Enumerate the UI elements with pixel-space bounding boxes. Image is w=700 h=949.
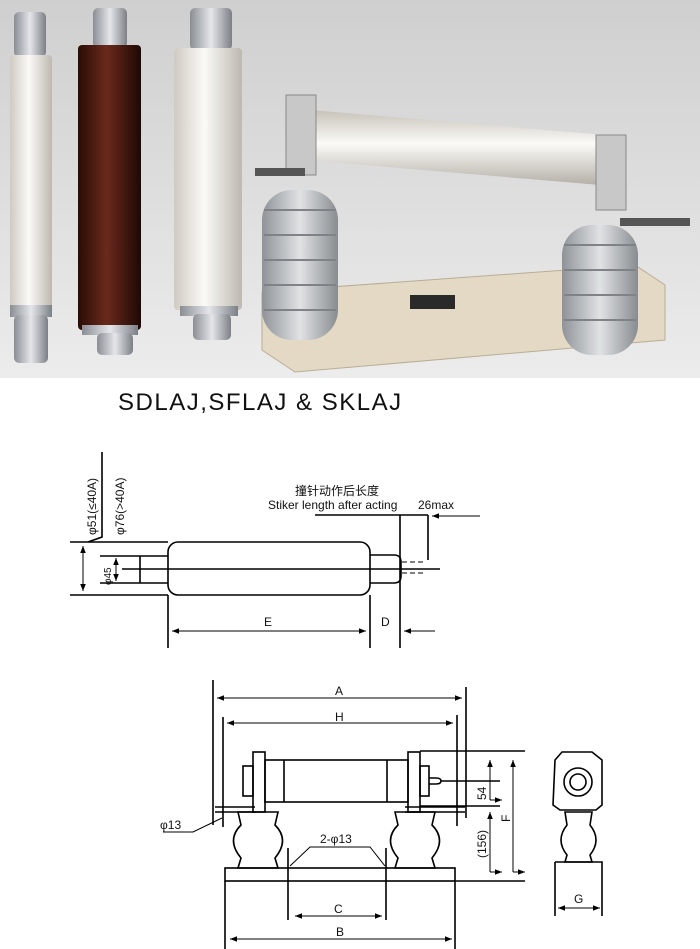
fuse-dimension-drawing: φ51(≤40A) φ76(>40A) φ45 撞针动作后长度 Stiker l… xyxy=(70,452,480,648)
striker-max-label: 26max xyxy=(418,498,454,512)
diameter-51-label: φ51(≤40A) xyxy=(85,478,99,535)
striker-label-cn: 撞针动作后长度 xyxy=(295,483,379,498)
product-photo: SDLAJ,SFLAJ & SKLAJ xyxy=(0,0,700,416)
hole-diameter-label: φ13 xyxy=(160,818,181,832)
dimension-h-label: H xyxy=(335,710,344,724)
dimension-f-label: F xyxy=(499,815,513,822)
diameter-76-label: φ76(>40A) xyxy=(113,478,127,535)
assembly-dimension-drawing: A H 54 (156) F φ13 2-φ13 C B G xyxy=(160,680,603,949)
diameter-45-label: φ45 xyxy=(103,567,114,585)
product-caption: SDLAJ,SFLAJ & SKLAJ xyxy=(118,389,403,416)
fuse-white-large xyxy=(174,8,242,340)
dimension-b-label: B xyxy=(336,925,344,939)
dimension-c-label: C xyxy=(334,902,343,916)
fuse-white-small xyxy=(10,12,52,363)
striker-label-en: Stiker length after acting xyxy=(268,498,397,512)
side-view xyxy=(552,751,603,916)
dimension-a-label: A xyxy=(335,684,343,698)
dimension-e-label: E xyxy=(264,615,272,629)
dimension-d-label: D xyxy=(381,615,390,629)
dimension-54-label: 54 xyxy=(475,786,489,800)
hole-count-label: 2-φ13 xyxy=(320,832,352,846)
fuse-brown xyxy=(78,8,141,355)
fuse-holder-assembly xyxy=(255,94,690,373)
dimension-g-label: G xyxy=(574,892,583,906)
dimension-156-label: (156) xyxy=(475,830,489,858)
